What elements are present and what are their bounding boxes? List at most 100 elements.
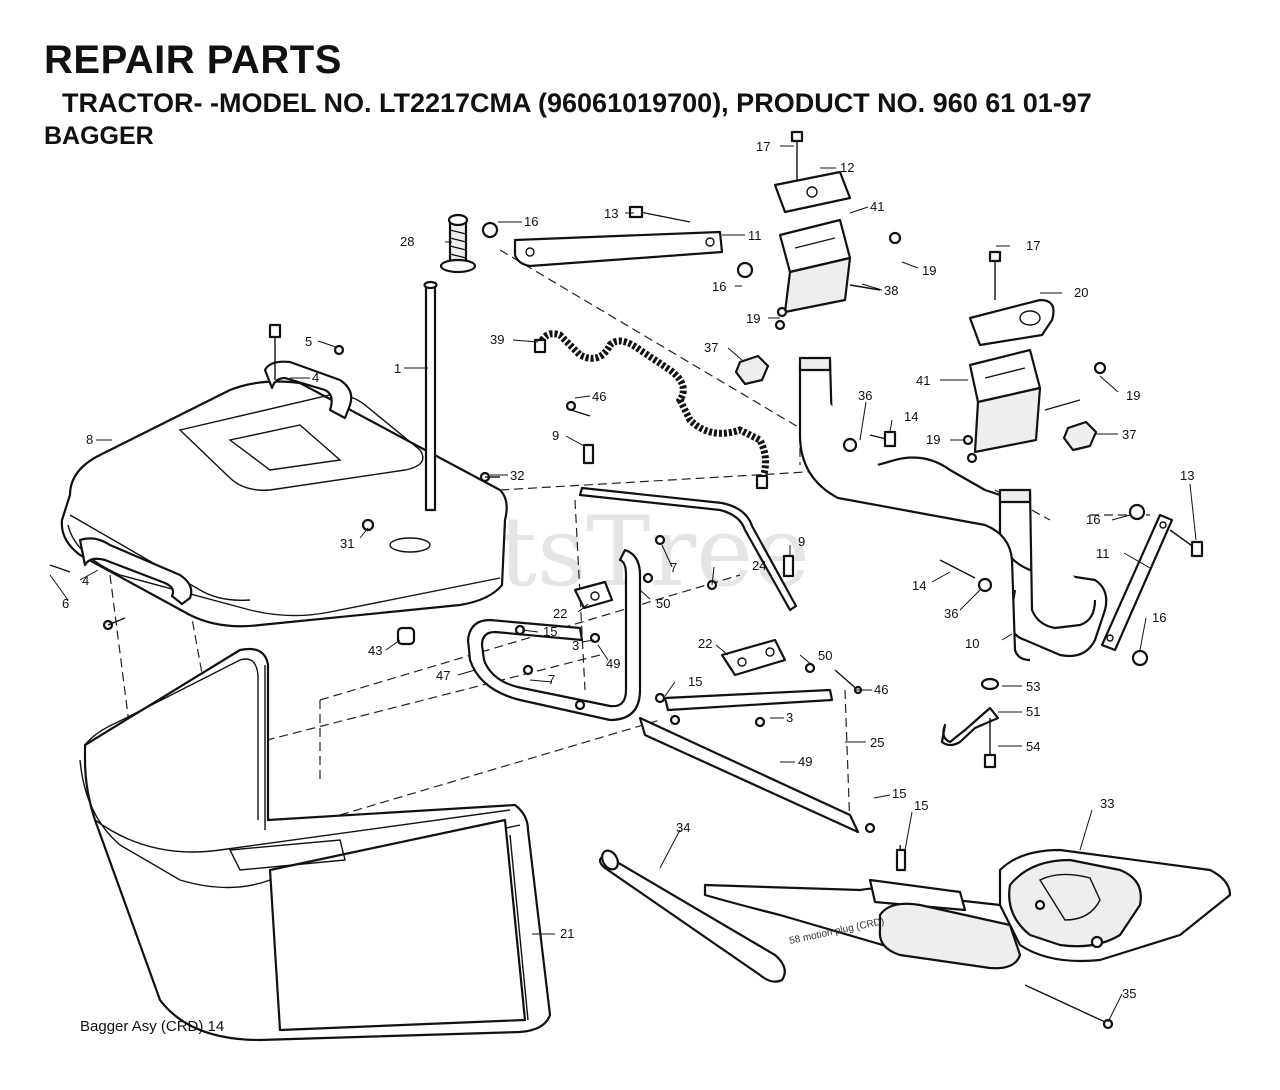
callout-label: 20 <box>1074 285 1088 300</box>
long-tube-49 <box>638 688 860 834</box>
callout-label: 47 <box>436 668 450 683</box>
bolts-15 <box>514 534 907 872</box>
callout-label: 4 <box>82 573 89 588</box>
callout-label: 15 <box>914 798 928 813</box>
callout-label: 13 <box>1180 468 1194 483</box>
callout-label: 9 <box>798 534 805 549</box>
callout-label: 22 <box>553 606 567 621</box>
right-bracket-arm <box>1100 513 1174 652</box>
callout-label: 16 <box>712 279 726 294</box>
callout-label: 43 <box>368 643 382 658</box>
leader-lines <box>49 145 1197 1023</box>
callout-label: 39 <box>490 332 504 347</box>
callout-label: 35 <box>1122 986 1136 1001</box>
callout-label: 3 <box>786 710 793 725</box>
callout-label: 34 <box>676 820 690 835</box>
top-clamp-block <box>778 218 852 314</box>
callout-label: 6 <box>62 596 69 611</box>
callout-label: 22 <box>698 636 712 651</box>
callout-label: 9 <box>552 428 559 443</box>
callout-label: 15 <box>688 674 702 689</box>
callout-label: 19 <box>746 311 760 326</box>
callout-label: 25 <box>870 735 884 750</box>
cable <box>533 330 769 490</box>
callout-label: 36 <box>944 606 958 621</box>
callout-label: 46 <box>592 389 606 404</box>
callout-label: 8 <box>86 432 93 447</box>
lower-handle <box>78 537 193 606</box>
page-title: REPAIR PARTS <box>44 38 342 82</box>
chute-33: 58 motion plug (CRD) <box>703 848 1232 970</box>
callout-label: 17 <box>1026 238 1040 253</box>
callout-label: 41 <box>916 373 930 388</box>
lower-u-frame <box>466 548 642 722</box>
tube-34 <box>598 849 786 983</box>
latch-assembly <box>940 677 1000 769</box>
callout-label: 19 <box>922 263 936 278</box>
callout-label: 51 <box>1026 704 1040 719</box>
right-clamp-block <box>968 348 1042 454</box>
callout-label: 21 <box>560 926 574 941</box>
callout-label: 14 <box>904 409 918 424</box>
section-heading: BAGGER <box>44 122 154 150</box>
callout-label: 19 <box>926 432 940 447</box>
callout-label: 19 <box>1126 388 1140 403</box>
right-top-bracket <box>968 250 1055 347</box>
callout-label: 49 <box>798 754 812 769</box>
callout-label: 16 <box>1086 512 1100 527</box>
nut-37-right <box>1062 420 1098 452</box>
upper-bracket-arm <box>481 205 754 279</box>
callout-label: 7 <box>670 560 677 575</box>
callout-label: 49 <box>606 656 620 671</box>
callout-label: 15 <box>892 786 906 801</box>
callout-label: 7 <box>548 672 555 687</box>
rod-35 <box>1024 984 1114 1030</box>
callout-label: 46 <box>874 682 888 697</box>
callout-label: 50 <box>656 596 670 611</box>
callout-label: 3 <box>572 638 579 653</box>
callout-label: 54 <box>1026 739 1040 754</box>
callout-label: 31 <box>340 536 354 551</box>
callout-labels: 17 12 13 16 41 11 28 19 17 16 38 20 19 5… <box>62 139 1194 1001</box>
callout-label: 33 <box>1100 796 1114 811</box>
callout-label: 5 <box>305 334 312 349</box>
callout-label: 12 <box>840 160 854 175</box>
callout-label: 50 <box>818 648 832 663</box>
callout-label: 37 <box>1122 427 1136 442</box>
callout-label: 17 <box>756 139 770 154</box>
bracket-22-right <box>720 638 787 677</box>
callout-label: 13 <box>604 206 618 221</box>
callout-label: 38 <box>884 283 898 298</box>
callout-label: 11 <box>748 228 762 243</box>
callout-label: 15 <box>543 624 557 639</box>
support-rod <box>423 280 438 512</box>
hardware <box>49 231 1204 667</box>
cover-handle <box>263 323 353 420</box>
callout-label: 24 <box>752 558 766 573</box>
spring <box>439 213 477 274</box>
cross-rod-24 <box>578 486 798 612</box>
top-bracket <box>773 130 852 214</box>
bracket-22-left <box>573 580 614 610</box>
model-subtitle: TRACTOR- -MODEL NO. LT2217CMA (960610197… <box>62 88 1092 118</box>
nut-37-upper <box>734 354 770 386</box>
callout-label: 36 <box>858 388 872 403</box>
callout-label: 11 <box>1096 546 1110 561</box>
bag-container <box>79 647 552 1042</box>
callout-label: 16 <box>1152 610 1166 625</box>
bagger-cover <box>60 380 508 628</box>
callout-label: 53 <box>1026 679 1040 694</box>
callout-label: 28 <box>400 234 414 249</box>
callout-label: 14 <box>912 578 926 593</box>
callout-label: 1 <box>394 361 401 376</box>
diagram-caption: Bagger Asy (CRD) 14 <box>80 1018 225 1035</box>
callout-label: 4 <box>312 370 319 385</box>
callout-label: 41 <box>870 199 884 214</box>
callout-label: 37 <box>704 340 718 355</box>
main-frame <box>798 356 1108 662</box>
callout-label: 10 <box>965 636 979 651</box>
callout-label: 32 <box>510 468 524 483</box>
callout-label: 16 <box>524 214 538 229</box>
